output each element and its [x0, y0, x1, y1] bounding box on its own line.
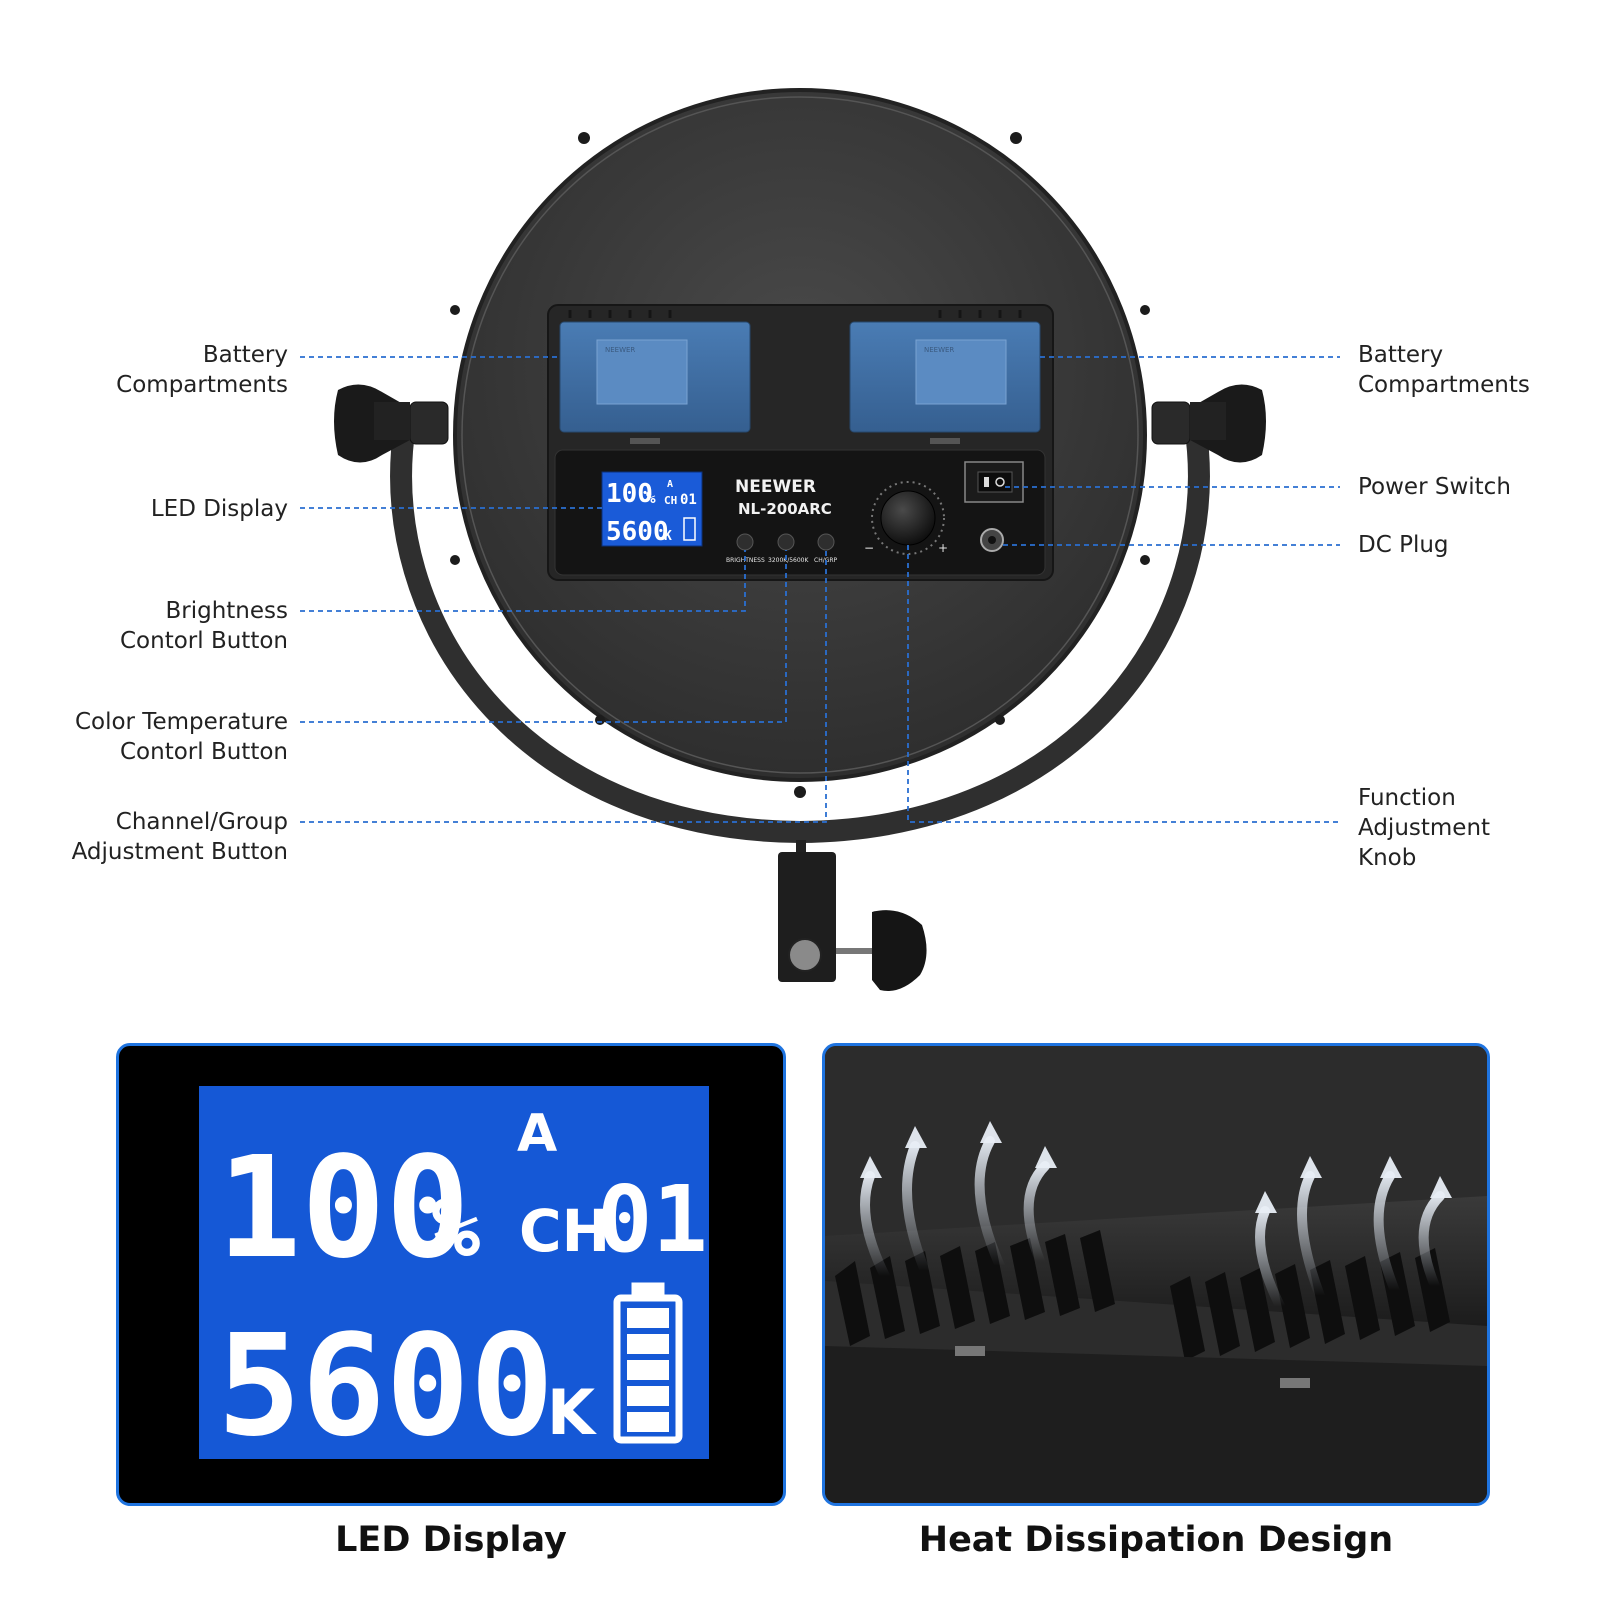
right-tilt-knob — [1151, 384, 1266, 463]
svg-text:A: A — [667, 479, 673, 490]
svg-text:NEEWER: NEEWER — [924, 346, 954, 354]
svg-text:NEEWER: NEEWER — [605, 346, 635, 354]
caption-led-display: LED Display — [335, 1520, 567, 1560]
color-temp-button — [777, 533, 795, 551]
callout-power-switch: Power Switch — [1358, 474, 1511, 500]
left-tilt-knob — [334, 384, 449, 463]
svg-text:−: − — [864, 541, 874, 555]
model-name: NL-200ARC — [738, 500, 832, 518]
svg-text:K: K — [664, 529, 672, 544]
lcd-temperature-value: 5600 — [217, 1305, 554, 1468]
heat-arrow-heads — [860, 1121, 1452, 1213]
svg-text:CH: CH — [664, 494, 677, 507]
lcd-group: A — [517, 1104, 557, 1164]
lcd-percent: % — [431, 1181, 480, 1276]
function-knob: − + — [864, 481, 948, 555]
battery-compartment-left: NEEWER — [559, 321, 751, 444]
dc-plug — [980, 528, 1004, 552]
brand-logo: NEEWER — [735, 477, 816, 497]
brightness-button — [736, 533, 754, 551]
heat-fins-left — [835, 1230, 1115, 1346]
channel-group-button — [817, 533, 835, 551]
caption-heat-dissipation: Heat Dissipation Design — [918, 1520, 1394, 1560]
stand-mount — [778, 840, 927, 991]
battery-icon — [613, 1282, 683, 1444]
power-switch — [964, 461, 1024, 503]
svg-text:3200K/5600K: 3200K/5600K — [768, 557, 809, 564]
lcd-kelvin-unit: K — [547, 1376, 597, 1449]
heat-dissipation-closeup — [822, 1043, 1490, 1506]
small-lcd-screen: 100 % A CH 01 5600 K — [601, 471, 703, 547]
callout-led-display: LED Display — [150, 496, 288, 522]
heat-closeup-svg — [825, 1046, 1487, 1503]
lcd-channel-value: 01 — [597, 1166, 708, 1273]
svg-text:%: % — [646, 488, 656, 507]
svg-text:100: 100 — [606, 479, 653, 509]
lcd-brightness-value: 100 — [217, 1127, 470, 1290]
svg-text:01: 01 — [680, 492, 697, 508]
callout-lines — [300, 356, 1340, 823]
led-display-closeup: 100 % A CH 01 5600 K — [116, 1043, 786, 1506]
callout-dc-plug: DC Plug — [1358, 532, 1449, 558]
battery-compartment-right: NEEWER — [849, 321, 1041, 444]
heat-flow-arrows — [860, 1136, 1445, 1311]
lcd-channel-prefix: CH — [519, 1197, 610, 1265]
light-panel-illustration: NEEWER NEEWER 100 % A CH 01 5600 K NEEWE… — [300, 88, 1340, 991]
svg-text:5600: 5600 — [606, 517, 669, 547]
lcd-closeup-svg: 100 % A CH 01 5600 K — [199, 1086, 709, 1468]
battery-level-bars — [627, 1308, 669, 1432]
svg-text:+: + — [938, 541, 948, 555]
